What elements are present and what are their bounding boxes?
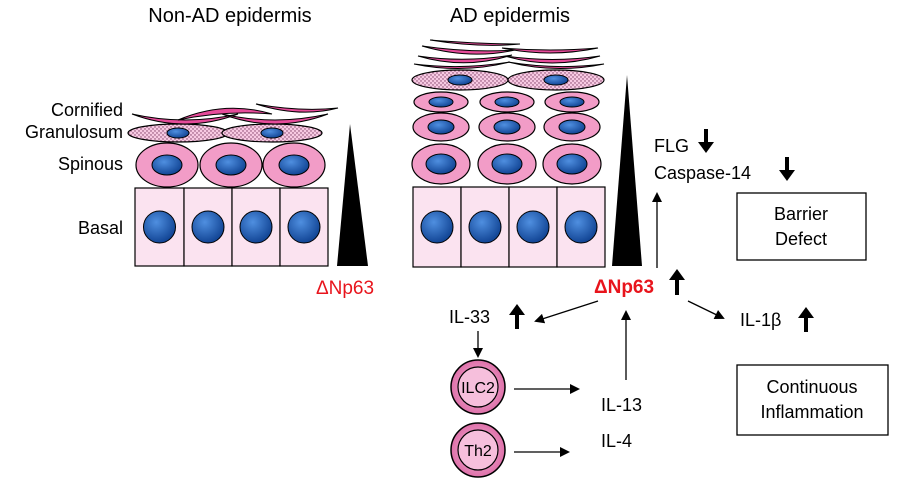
caspase-down-arrow-icon [779,157,795,181]
non-ad-epidermis [127,103,339,267]
ilc2-label: ILC2 [461,380,495,397]
th2-label: Th2 [464,443,492,460]
continuous-inflammation-box: Continuous Inflammation [736,364,889,436]
il4-label: IL-4 [601,431,632,451]
barrier-defect-box: Barrier Defect [736,192,867,261]
arrow-p63-to-il33 [534,300,599,324]
label-basal: Basal [78,218,123,238]
il33-up-arrow-icon [509,304,525,329]
pathway-arrows [473,192,725,457]
inflam-line2: Inflammation [760,402,863,422]
title-ad: AD epidermis [450,5,570,27]
title-non-ad: Non-AD epidermis [148,5,311,27]
ad-spinous-layer [411,91,602,185]
label-spinous: Spinous [58,154,123,174]
ad-cornified-layer [413,39,605,69]
th2-cell: Th2 [450,422,506,478]
non-ad-p63-label: ΔNp63 [316,278,374,299]
barrier-line1: Barrier [774,204,828,224]
center-p63-label: ΔNp63 [594,277,654,298]
ad-granular-layer [411,69,605,91]
il1b-label: IL-1β [740,310,781,330]
caspase-label: Caspase-14 [654,163,751,183]
flg-label: FLG [654,136,689,156]
ad-epidermis [411,39,606,268]
ad-p63-gradient-wedge [612,75,642,266]
non-ad-cornified-layer [131,103,339,125]
arrow-p63-to-il1b [687,300,725,320]
flg-down-arrow-icon [698,129,714,153]
il33-label: IL-33 [449,307,490,327]
ilc2-cell: ILC2 [450,359,506,415]
il13-label: IL-13 [601,395,642,415]
non-ad-p63-gradient-wedge [337,124,368,266]
label-cornified: Cornified [51,100,123,120]
barrier-line2: Defect [775,229,827,249]
non-ad-basal-layer [134,187,329,267]
p63-up-arrow-icon [669,269,685,295]
il1b-up-arrow-icon [798,307,814,332]
inflam-line1: Continuous [766,377,857,397]
non-ad-spinous-layer [135,142,326,188]
ad-basal-layer [412,186,606,268]
non-ad-granular-layer [127,123,323,143]
label-granulosum: Granulosum [25,122,123,142]
